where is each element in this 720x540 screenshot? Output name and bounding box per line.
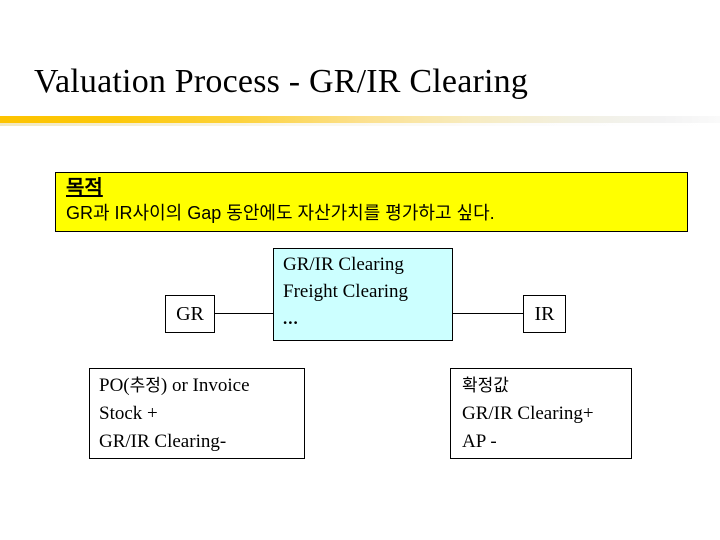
flow-node-gr-label: GR [176,303,204,325]
flow-node-gr: GR [165,295,215,333]
fixed-line-3: AP - [462,431,497,452]
po-line-3: GR/IR Clearing- [99,431,227,452]
flow-node-clearing: GR/IR Clearing Freight Clearing ... [273,248,453,341]
po-line-1-korean: 추정 [129,376,161,395]
fixed-line-1: 확정값 [462,376,509,395]
purpose-heading: 목적 [66,177,103,199]
flow-node-ir-label: IR [534,303,555,325]
connector-gr-to-clearing [214,313,274,314]
fixed-line-2: GR/IR Clearing+ [462,403,594,424]
page-title: Valuation Process - GR/IR Clearing [34,63,529,100]
title-divider-shadow [0,123,720,126]
detail-box-po: PO(추정) or Invoice Stock + GR/IR Clearing… [89,368,305,459]
connector-clearing-to-ir [452,313,524,314]
clearing-line-2: Freight Clearing [283,281,409,302]
clearing-line-3: ... [283,309,299,328]
flow-node-ir: IR [523,295,566,333]
purpose-heading-row: 목적 [66,176,687,200]
detail-box-fixed-value: 확정값 GR/IR Clearing+ AP - [450,368,632,459]
po-line-1-prefix: PO( [99,375,130,396]
po-line-1-suffix: ) or Invoice [160,375,250,396]
purpose-body-text: GR과 IR사이의 Gap 동안에도 자산가치를 평가하고 싶다. [66,203,495,223]
clearing-line-1: GR/IR Clearing [283,254,404,275]
title-divider-rule [0,116,720,123]
purpose-callout-box: 목적 GR과 IR사이의 Gap 동안에도 자산가치를 평가하고 싶다. [55,172,688,232]
po-line-1: PO(추정) or Invoice [99,372,304,400]
po-line-2: Stock + [99,403,158,424]
